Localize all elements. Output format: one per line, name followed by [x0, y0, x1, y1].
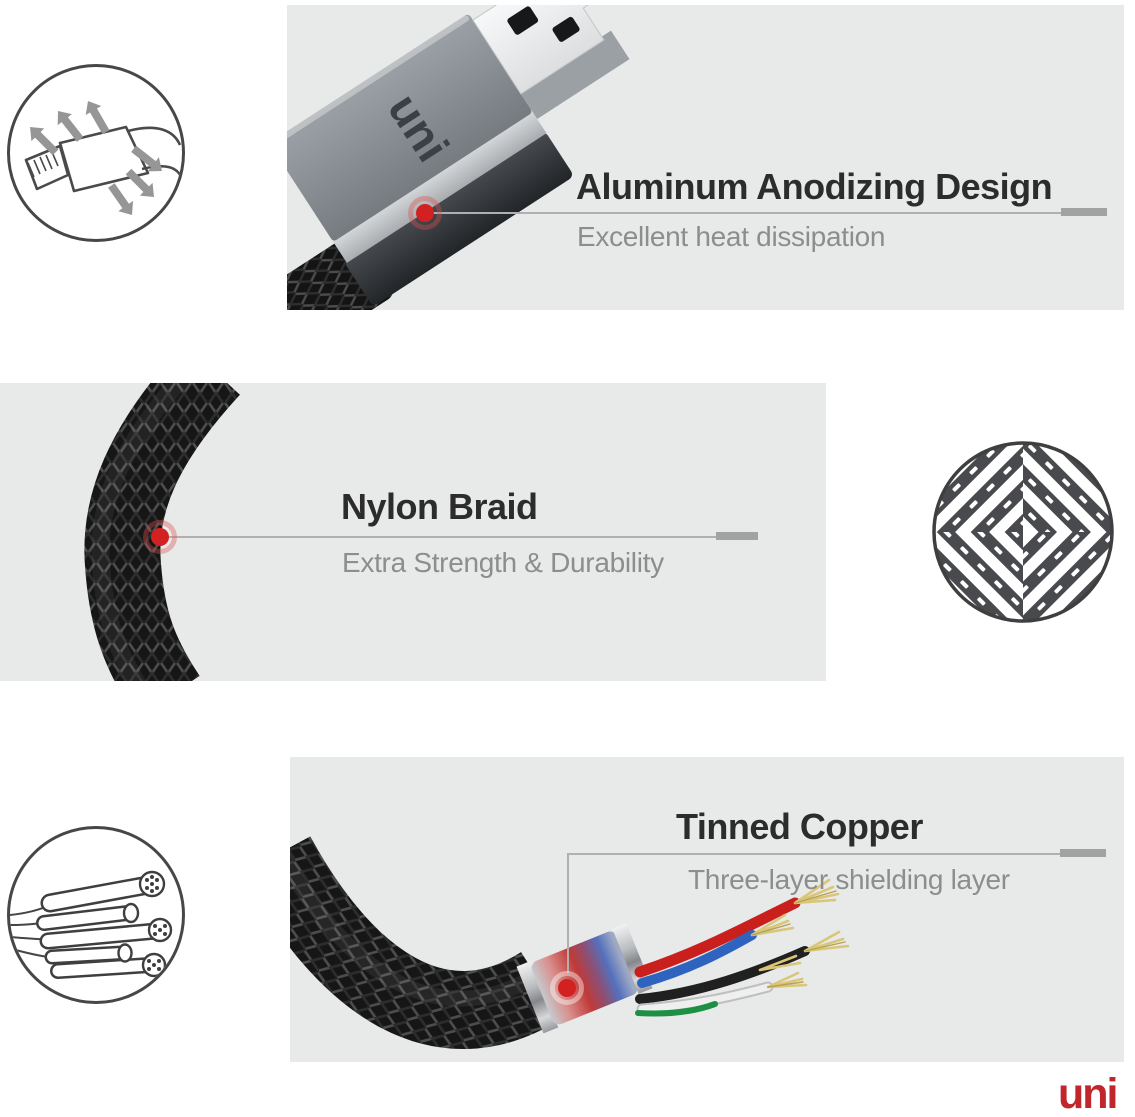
section-title-copper: Tinned Copper	[676, 806, 923, 847]
callout-tab-nylon	[716, 532, 758, 540]
braid-weave-pattern-icon	[929, 438, 1117, 626]
section-subtitle-nylon: Extra Strength & Durability	[342, 547, 664, 578]
heat-dissipation-connector-icon	[7, 64, 185, 242]
section-subtitle-copper: Three-layer shielding layer	[688, 864, 1010, 895]
connector-photo: uni	[287, 5, 630, 310]
marker-ring-copper	[550, 971, 584, 1005]
callout-tab-copper	[1060, 849, 1106, 857]
callout-line-aluminum	[427, 212, 1062, 214]
marker-dot-copper	[558, 979, 576, 997]
callout-vline-copper	[567, 853, 569, 973]
marker-dot-aluminum	[416, 204, 434, 222]
stranded-copper-wires-icon	[7, 826, 185, 1004]
marker-ring-nylon	[143, 520, 177, 554]
cable-stub	[287, 233, 393, 310]
brand-logo: uni	[1058, 1070, 1119, 1117]
shielded-cable-photo	[290, 836, 850, 1049]
callout-tab-aluminum	[1061, 208, 1107, 216]
section-title-aluminum: Aluminum Anodizing Design	[576, 166, 1053, 207]
callout-line-nylon	[168, 536, 717, 538]
panel-aluminum: uni	[287, 5, 1124, 310]
panel-copper	[290, 757, 1124, 1062]
marker-dot-nylon	[151, 528, 169, 546]
panel-nylon	[0, 383, 826, 681]
marker-ring-aluminum	[408, 196, 442, 230]
section-title-nylon: Nylon Braid	[341, 486, 538, 527]
braided-cable-photo	[84, 383, 241, 681]
callout-line-copper	[567, 853, 1061, 855]
section-subtitle-aluminum: Excellent heat dissipation	[577, 221, 886, 252]
